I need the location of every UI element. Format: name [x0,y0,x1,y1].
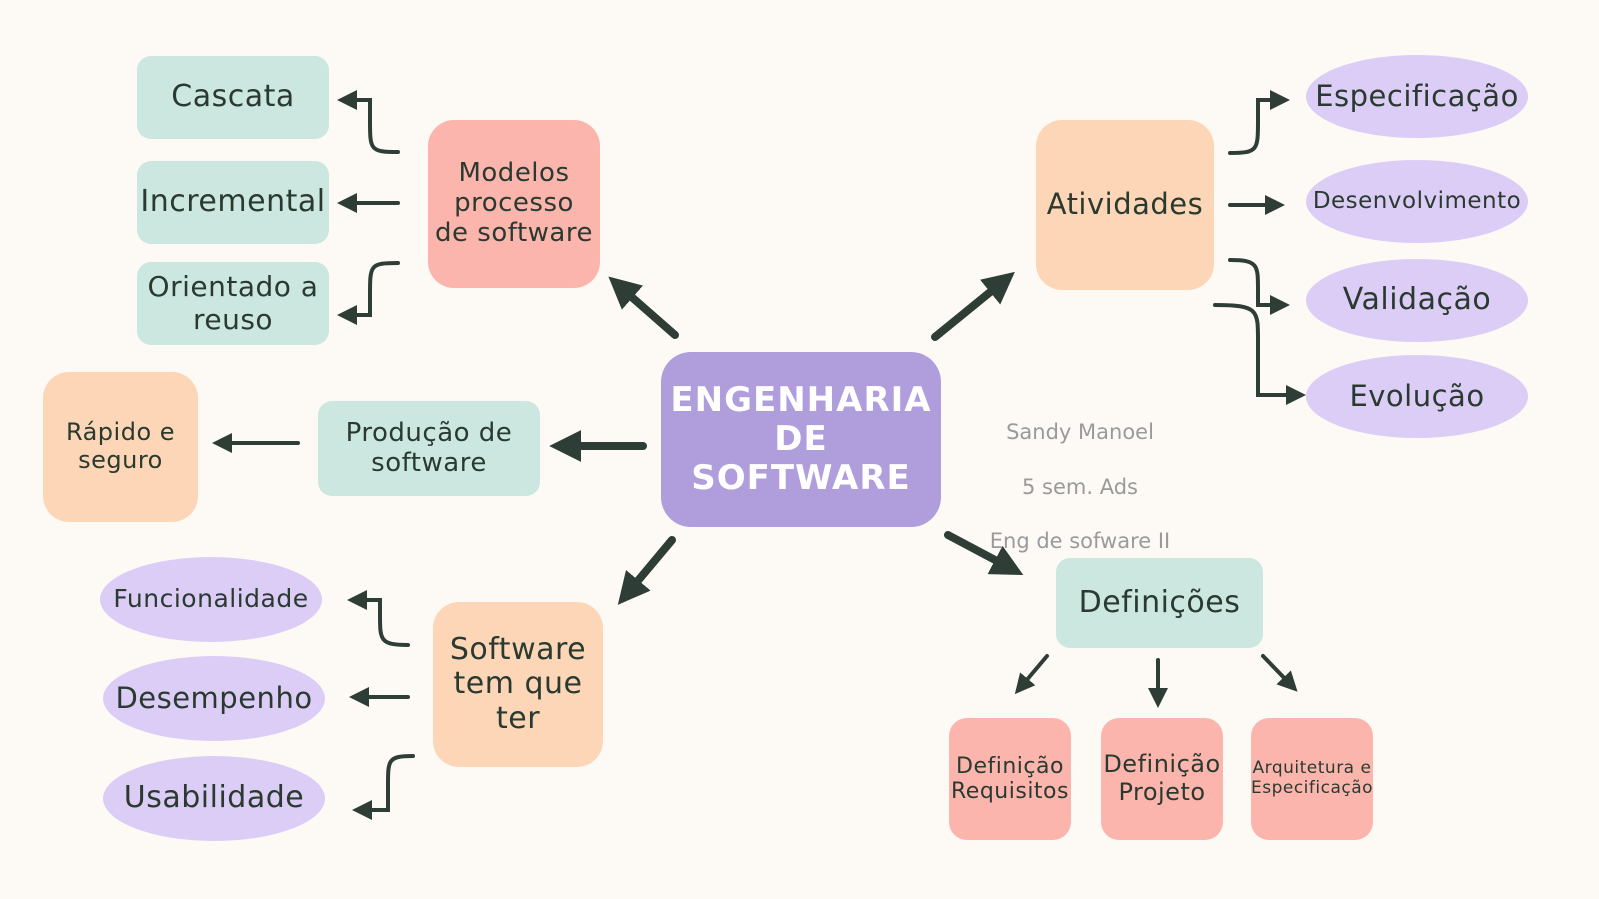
credit-name: Sandy Manoel [1006,420,1154,445]
cascata-node: Cascata [137,56,329,139]
incremental-node: Incremental [137,161,329,244]
usabilidade-node: Usabilidade [103,756,325,841]
definicao-requisitos-node: Definição Requisitos [949,718,1071,840]
arrow-to-usabilidade [352,754,415,820]
arrow-to-atividades [931,271,1015,341]
credit-course: Eng de sofware II [989,529,1171,554]
rapido-seguro-node: Rápido e seguro [43,372,198,522]
definicoes-node: Definições [1056,558,1263,648]
arrow-to-cascata [337,90,400,154]
arrow-to-modelos [608,276,679,339]
arrow-to-funcionalidade [347,590,410,647]
arrow-to-reuso [337,261,400,325]
producao-software-node: Produção de software [318,401,540,496]
arrow-to-definicoes [944,531,1024,576]
arrow-to-especificacao [1228,90,1290,155]
validacao-node: Validação [1306,259,1528,342]
software-tem-que-ter-node: Software tem que ter [433,602,603,767]
funcionalidade-node: Funcionalidade [100,557,322,642]
atividades-node: Atividades [1036,120,1214,290]
arrow-to-arquitetura [1261,654,1298,692]
desempenho-node: Desempenho [103,656,325,741]
desenvolvimento-node: Desenvolvimento [1306,160,1528,243]
arquitetura-especificacao-node: Arquitetura e Especificação [1251,718,1373,840]
central-topic: ENGENHARIA DE SOFTWARE [661,352,941,527]
arrow-to-software-tem [617,536,676,605]
definicao-projeto-node: Definição Projeto [1101,718,1223,840]
arrow-to-validacao [1228,258,1290,315]
especificacao-node: Especificação [1306,55,1528,138]
modelos-processo-node: Modelos processo de software [428,120,600,288]
credit-semester: 5 sem. Ads [1022,474,1138,499]
arrow-to-requisitos [1014,654,1049,695]
arrow-to-evolucao [1213,303,1306,405]
evolucao-node: Evolução [1306,355,1528,438]
author-credit: Sandy Manoel 5 sem. Ads Eng de sofware I… [970,392,1190,583]
orientado-reuso-node: Orientado a reuso [137,262,329,345]
